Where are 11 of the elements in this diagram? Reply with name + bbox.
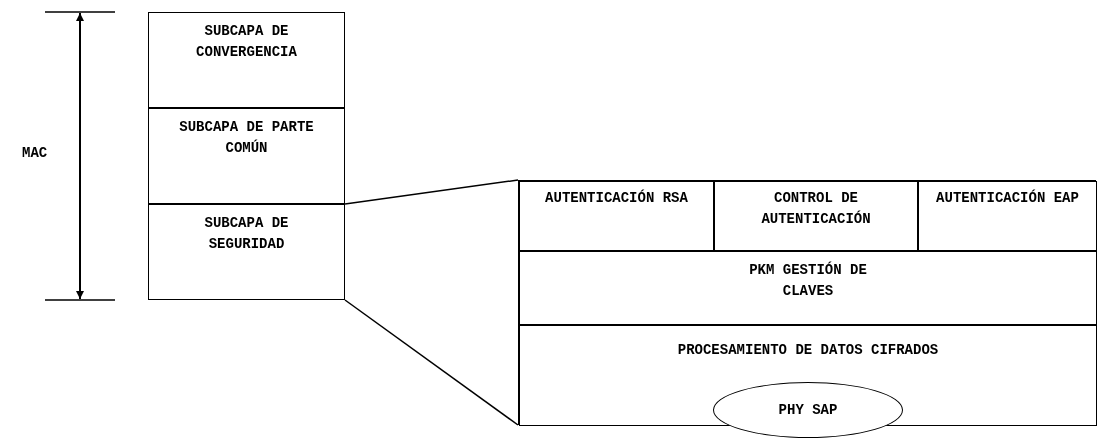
layer-box: PKM GESTIÓN DE CLAVES (519, 251, 1097, 325)
zoom-line (344, 299, 519, 426)
layer-box: CONTROL DE AUTENTICACIÓN (714, 181, 918, 251)
layer-box: SUBCAPA DE CONVERGENCIA (148, 12, 345, 108)
layer-box: SUBCAPA DE PARTE COMÚN (148, 108, 345, 204)
expanded-layer-box (518, 180, 1096, 425)
zoom-line (344, 179, 519, 205)
dimension-label: MAC (22, 145, 48, 161)
layer-box: AUTENTICACIÓN RSA (519, 181, 714, 251)
layer-box: SUBCAPA DE SEGURIDAD (148, 204, 345, 300)
layer-box: AUTENTICACIÓN EAP (918, 181, 1097, 251)
